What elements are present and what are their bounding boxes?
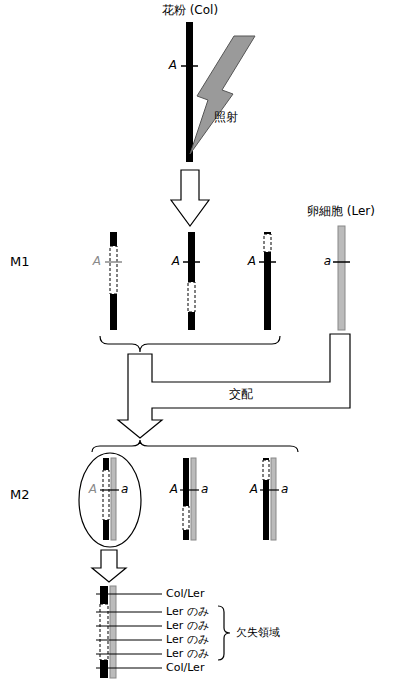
deletion-region (110, 246, 117, 294)
deletion-region (183, 506, 189, 530)
marker-leaders (96, 594, 162, 668)
m2-ler-chromosome (111, 458, 116, 540)
m2-ler-chromosome (191, 458, 196, 540)
deletion-region (103, 470, 109, 520)
locus-tick (105, 261, 122, 263)
locus-tick (259, 261, 276, 263)
leader-line (96, 612, 162, 613)
pollen-label: 花粉 (Col) (162, 4, 218, 17)
gene-label: A (170, 483, 178, 496)
gene-label: A (172, 255, 180, 268)
region-label: 欠失領域 (236, 627, 280, 639)
irradiation-label: 照射 (214, 111, 238, 124)
generation-label: M1 (10, 255, 30, 269)
locus-tick (183, 261, 200, 263)
locus-tick (100, 489, 119, 490)
group-brace (92, 440, 298, 452)
locus-tick (260, 489, 279, 490)
m2-ler-chromosome (271, 458, 276, 540)
leader-line (96, 654, 162, 655)
deletion-region (263, 460, 269, 480)
gene-label: A (89, 483, 97, 496)
m1-chromosome (188, 232, 195, 330)
group-brace (100, 336, 280, 352)
leader-line (96, 668, 162, 669)
region-brace (218, 606, 230, 660)
ler-chromosome (110, 586, 116, 678)
marker-label: Ler のみ (166, 620, 209, 632)
gene-label: a (201, 483, 208, 496)
selection-ellipse (79, 453, 141, 547)
locus-tick (181, 65, 198, 67)
deletion-region (188, 282, 195, 312)
irradiation-bolt (190, 36, 255, 154)
deletion-region (264, 234, 271, 252)
m1-chromosome (264, 232, 271, 330)
marker-label: Ler のみ (166, 634, 209, 646)
m2-col-chromosome (263, 458, 269, 540)
locus-tick (333, 261, 350, 263)
col-chromosome (186, 22, 193, 162)
marker-label: Col/Ler (166, 662, 204, 674)
m2-col-chromosome (183, 458, 189, 540)
hollow-arrow (171, 170, 209, 226)
gene-label: a (121, 483, 128, 496)
gene-label: A (93, 255, 101, 268)
gene-label: a (324, 255, 331, 268)
marker-label: Ler のみ (166, 648, 209, 660)
leader-line (96, 594, 162, 595)
gene-label: A (250, 483, 258, 496)
marker-label: Ler のみ (166, 606, 209, 618)
hollow-arrow (92, 550, 126, 582)
cross-arrow (118, 334, 350, 438)
gene-label: A (248, 255, 256, 268)
m1-chromosome (110, 232, 117, 330)
leader-line (96, 640, 162, 641)
marker-label: Col/Ler (166, 588, 204, 600)
ler-chromosome (338, 226, 345, 330)
col-chromosome (100, 586, 108, 678)
m2-col-chromosome (103, 458, 109, 540)
leader-line (96, 626, 162, 627)
gene-label: A (169, 59, 177, 72)
generation-label: M2 (10, 488, 30, 502)
locus-tick (180, 489, 199, 490)
cross-label: 交配 (229, 388, 253, 401)
egg-label: 卵細胞 (Ler) (307, 205, 375, 218)
gene-label: a (281, 483, 288, 496)
